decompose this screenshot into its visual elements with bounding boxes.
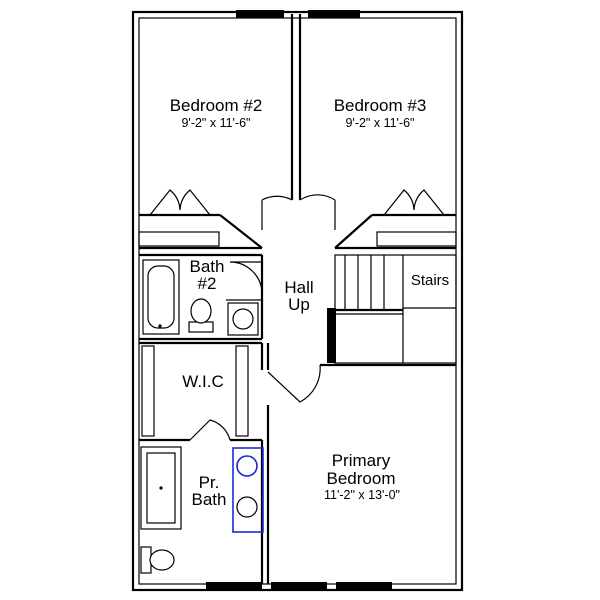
- room-labels: Bedroom #2 9'-2" x 11'-6" Bedroom #3 9'-…: [170, 96, 449, 509]
- prbath-shower: [140, 446, 182, 530]
- primary-label-line1: Primary: [332, 451, 391, 470]
- interior-walls: [138, 14, 457, 584]
- primary-label-line2: Bedroom: [327, 469, 396, 488]
- bath2-sink: [227, 302, 259, 336]
- window-bedroom2: [236, 10, 284, 18]
- hall-label-line2: Up: [288, 295, 310, 314]
- stairs-label: Stairs: [411, 272, 449, 289]
- window-primary-1: [206, 582, 262, 591]
- bedroom2-name: Bedroom #2: [170, 96, 263, 115]
- bedroom3-size: 9'-2" x 11'-6": [345, 116, 414, 130]
- stair-rail: [327, 308, 336, 363]
- closet-doors: [149, 189, 445, 216]
- primary-size: 11'-2" x 13'-0": [324, 488, 400, 502]
- bath2-tub: [142, 259, 180, 335]
- bedroom2-size: 9'-2" x 11'-6": [181, 116, 250, 130]
- bedroom3-name: Bedroom #3: [334, 96, 427, 115]
- windows: [206, 10, 392, 591]
- prbath-toilet: [140, 546, 175, 574]
- bath2-label-line1: Bath: [190, 257, 225, 276]
- prbath-label-line1: Pr.: [199, 473, 220, 492]
- hall-label-line1: Hall: [284, 278, 313, 297]
- bath2-label-line2: #2: [198, 274, 217, 293]
- prbath-vanity: [232, 447, 264, 533]
- window-primary-3: [336, 582, 392, 591]
- window-primary-2: [271, 582, 327, 591]
- prbath-label-line2: Bath: [192, 490, 227, 509]
- bath2-toilet: [188, 298, 214, 333]
- window-bedroom3: [308, 10, 360, 18]
- room-doors: [189, 194, 336, 441]
- wic-label: W.I.C: [182, 372, 224, 391]
